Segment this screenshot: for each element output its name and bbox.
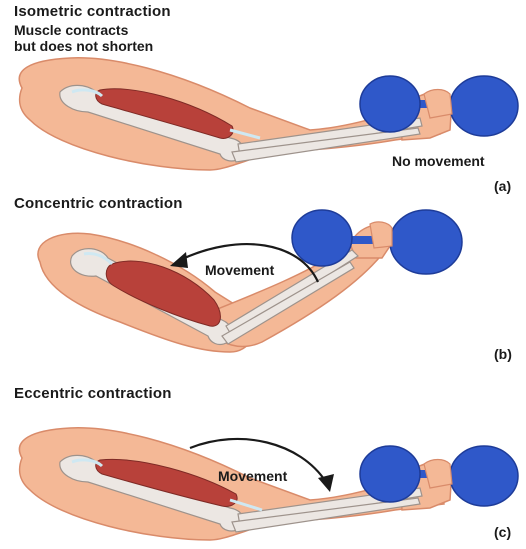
panel-subtitle-line1: Muscle contracts: [14, 22, 128, 38]
panel-title: Concentric contraction: [14, 195, 183, 212]
isometric-panel: Isometric contraction Muscle contracts b…: [0, 0, 526, 200]
concentric-panel: Concentric contraction Movement (b): [0, 192, 526, 382]
annotation-label: Movement: [218, 468, 287, 484]
panel-title: Isometric contraction: [14, 3, 171, 20]
concentric-arm-illustration: [0, 192, 526, 382]
panel-title: Eccentric contraction: [14, 385, 172, 402]
panel-letter: (c): [494, 524, 511, 540]
annotation-label: Movement: [205, 262, 274, 278]
panel-subtitle-line2: but does not shorten: [14, 38, 153, 54]
eccentric-arm-illustration: [0, 382, 526, 549]
eccentric-panel: Eccentric contraction Movement (c): [0, 382, 526, 549]
annotation-label: No movement: [392, 153, 485, 169]
movement-arrowhead: [318, 474, 334, 492]
panel-letter: (b): [494, 346, 512, 362]
fingers: [370, 222, 392, 248]
movement-arrowhead: [170, 252, 188, 268]
